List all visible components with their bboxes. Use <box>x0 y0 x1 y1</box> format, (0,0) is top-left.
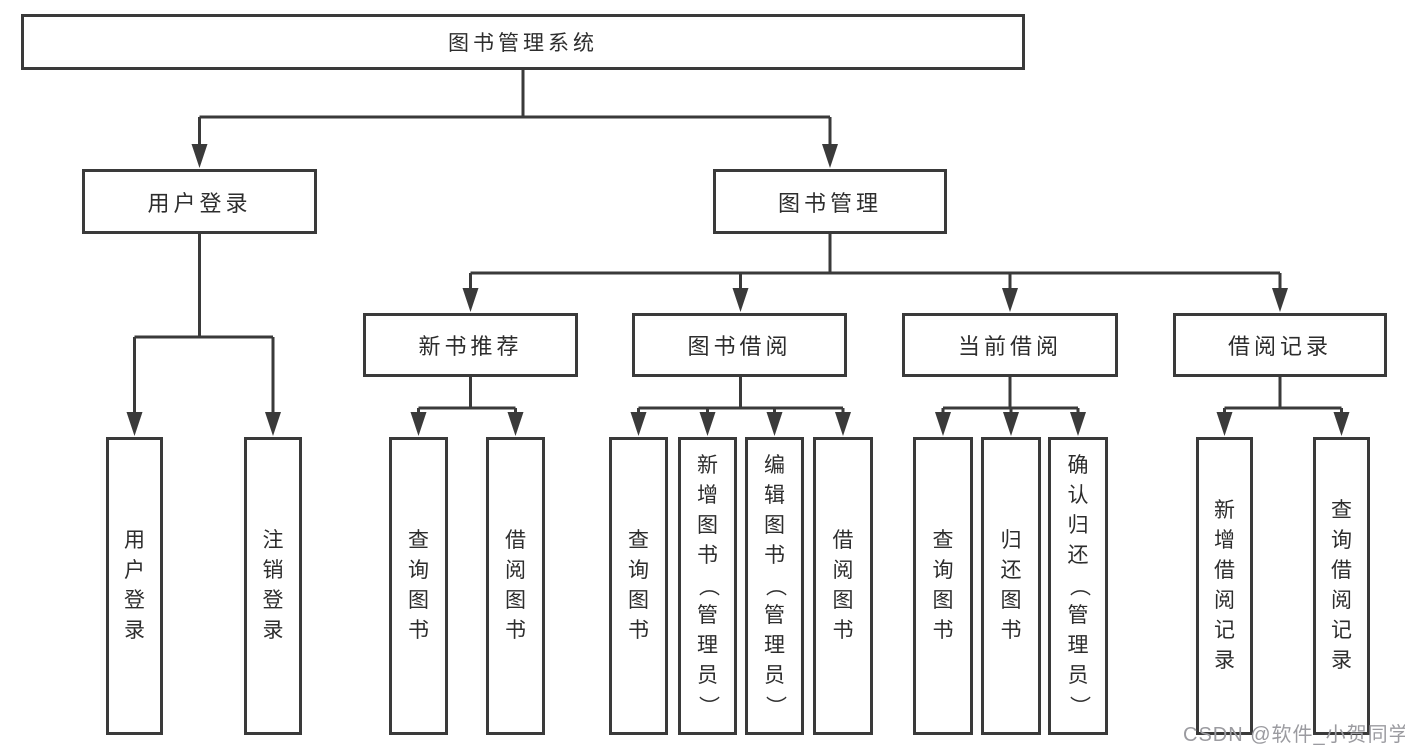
leaf-node-user-login: 用户登录 <box>106 437 163 735</box>
leaf-node-add-borrow-record: 新增借阅记录 <box>1196 437 1253 735</box>
leaf-node-query-borrow-record: 查询借阅记录 <box>1313 437 1370 735</box>
leaf-label: 归还图书 <box>1000 529 1022 642</box>
node-current-borrow: 当前借阅 <box>902 313 1118 377</box>
leaf-label: 查询图书 <box>628 529 649 642</box>
node-user-login-label: 用户登录 <box>147 190 252 216</box>
leaf-node-confirm-return-admin: 确认归还（管理员） <box>1048 437 1108 735</box>
root-node-book-management-system: 图书管理系统 <box>21 14 1025 70</box>
leaf-label: 查询借阅记录 <box>1331 499 1352 672</box>
node-book-borrow: 图书借阅 <box>632 313 847 377</box>
node-user-login: 用户登录 <box>82 169 317 234</box>
node-borrow-records-label: 借阅记录 <box>1227 334 1332 359</box>
leaf-node-add-books-admin: 新增图书（管理员） <box>678 437 737 735</box>
leaf-label: 确认归还（管理员） <box>1067 454 1090 717</box>
leaf-label: 新增借阅记录 <box>1214 499 1235 672</box>
csdn-watermark: CSDN @软件_小贺同学 <box>1183 724 1405 746</box>
leaf-node-logout: 注销登录 <box>244 437 302 735</box>
leaf-node-query-books-1: 查询图书 <box>389 437 448 735</box>
leaf-node-query-books-2: 查询图书 <box>609 437 668 735</box>
leaf-node-return-books: 归还图书 <box>981 437 1041 735</box>
node-book-borrow-label: 图书借阅 <box>687 334 792 359</box>
leaf-label: 新增图书（管理员） <box>696 454 720 717</box>
leaf-label: 借阅图书 <box>505 529 526 642</box>
node-book-management: 图书管理 <box>713 169 947 234</box>
node-new-book-recommend: 新书推荐 <box>363 313 578 377</box>
leaf-label: 借阅图书 <box>832 529 854 642</box>
node-new-book-recommend-label: 新书推荐 <box>418 334 523 359</box>
node-borrow-records: 借阅记录 <box>1173 313 1387 377</box>
leaf-label: 编辑图书（管理员） <box>763 454 787 717</box>
leaf-label: 查询图书 <box>408 529 429 642</box>
node-current-borrow-label: 当前借阅 <box>957 334 1062 359</box>
leaf-node-edit-books-admin: 编辑图书（管理员） <box>745 437 804 735</box>
root-node-label: 图书管理系统 <box>448 32 598 55</box>
node-book-management-label: 图书管理 <box>777 190 882 216</box>
leaf-node-borrow-books-1: 借阅图书 <box>486 437 545 735</box>
leaf-node-borrow-books-2: 借阅图书 <box>813 437 873 735</box>
leaf-label: 用户登录 <box>124 529 145 642</box>
leaf-node-query-books-3: 查询图书 <box>913 437 973 735</box>
leaf-label: 查询图书 <box>932 529 954 642</box>
leaf-label: 注销登录 <box>262 529 284 642</box>
